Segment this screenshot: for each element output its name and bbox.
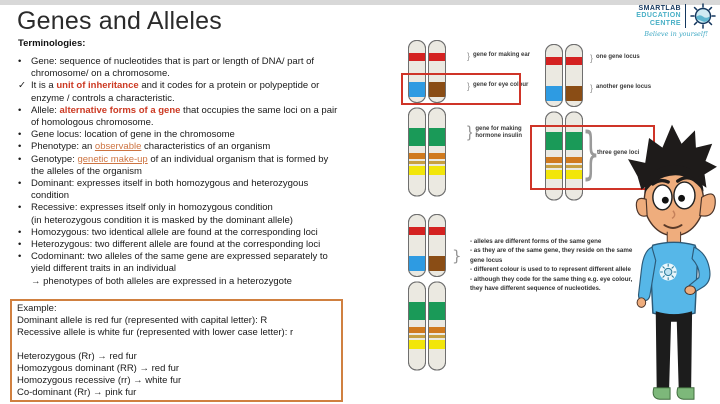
- term-item: • Homozygous: two identical allele are fo…: [18, 227, 344, 239]
- term-text: Homozygous: two identical allele are fou…: [31, 226, 318, 238]
- term-text: Dominant: expresses itself in both homoz…: [31, 178, 309, 202]
- top-strip: [0, 0, 720, 5]
- bullet-icon: •: [18, 104, 22, 116]
- mascot-illustration: [627, 124, 717, 400]
- term-item: • Allele: alternative forms of a gene tha…: [18, 105, 344, 129]
- bullet-icon: •: [18, 153, 22, 165]
- allele-note-line: - although they code for the same thing …: [470, 275, 633, 293]
- bullet-icon: •: [18, 129, 22, 141]
- term-text: Heterozygous: two different allele are f…: [31, 239, 321, 251]
- term-item: • Phenotype: an observable characteristic…: [18, 141, 344, 153]
- logo-text: SMARTLAB EDUCATION CENTRE: [636, 5, 681, 28]
- bullet-icon: •: [18, 202, 22, 214]
- term-text: Codominant: two alleles of the same gene…: [31, 251, 328, 287]
- example-line: [17, 339, 341, 351]
- bullet-icon: •: [18, 56, 22, 67]
- example-line: Heterozygous (Rr) → red fur: [17, 351, 137, 362]
- term-item: • Genotype: genetic make-up of an individ…: [18, 154, 344, 178]
- term-item: • Dominant: expresses itself in both homo…: [18, 178, 344, 202]
- allele-note-line: - alleles are different forms of the sam…: [470, 238, 602, 245]
- term-text: Phenotype: an observable characteristics…: [31, 141, 271, 153]
- brace-icon: }: [590, 83, 594, 93]
- bullet-icon: •: [18, 226, 22, 238]
- label-another-gene-locus: } another gene locus: [590, 83, 652, 93]
- example-line: Dominant allele is red fur (represented …: [17, 315, 268, 326]
- label-gene-making-ear: } gene for making ear: [467, 51, 531, 61]
- term-item: • Gene locus: location of gene in the chr…: [18, 129, 344, 141]
- brace-icon: }: [467, 51, 471, 61]
- example-line: Recessive allele is white fur (represent…: [17, 327, 294, 338]
- highlight-box-eye-colour: [401, 73, 521, 105]
- term-item: • Gene: sequence of nucleotides that is p…: [18, 56, 344, 80]
- bullet-icon: •: [18, 141, 22, 153]
- logo-line2: EDUCATION: [636, 12, 681, 20]
- terms-list: • Gene: sequence of nucleotides that is p…: [18, 56, 344, 288]
- allele-note-line: - as they are of the same gene, they res…: [470, 247, 633, 264]
- bullet-icon: •: [18, 251, 22, 263]
- term-item: ✓ It is a unit of inheritance and it code…: [18, 80, 344, 104]
- example-line: Homozygous dominant (RR) → red fur: [17, 363, 180, 374]
- example-box: Example:Dominant allele is red fur (repr…: [10, 299, 343, 402]
- mascot-boy: [622, 117, 720, 404]
- term-text: Gene: sequence of nucleotides that is pa…: [31, 56, 315, 80]
- example-line: Example:: [17, 303, 57, 314]
- smartlab-logo: SMARTLAB EDUCATION CENTRE Believe in you…: [636, 3, 716, 38]
- brace-icon: }: [467, 124, 473, 141]
- term-text: Genotype: genetic make-up of an individu…: [31, 153, 329, 177]
- term-text: It is a unit of inheritance and it codes…: [31, 80, 320, 104]
- brace-icon: }: [467, 81, 471, 91]
- bullet-icon: •: [18, 239, 22, 251]
- bullet-icon: •: [18, 178, 22, 190]
- allele-note-line: - different colour is used to to represe…: [470, 266, 631, 274]
- lightbulb-flask-icon: [690, 3, 716, 29]
- term-item: • Heterozygous: two different allele are …: [18, 239, 344, 251]
- page-title: Genes and Alleles: [17, 7, 222, 35]
- check-bullet-icon: ✓: [18, 80, 26, 92]
- big-brace-icon: }: [582, 121, 600, 186]
- chromosome-pair-3: [408, 214, 446, 379]
- example-line: Homozygous recessive (rr) → white fur: [17, 375, 182, 386]
- term-text: Allele: alternative forms of a gene that…: [31, 104, 338, 129]
- chromosome-pair-2: [545, 44, 583, 209]
- label-three-gene-loci: three gene loci: [597, 150, 640, 156]
- logo-tagline: Believe in yourself!: [644, 30, 708, 38]
- term-text: Gene locus: location of gene in the chro…: [31, 129, 235, 141]
- logo-name: SMARTLAB: [638, 4, 681, 12]
- subtitle-terminologies: Terminologies:: [18, 38, 86, 49]
- term-item: • Recessive: expresses itself only in hom…: [18, 202, 344, 226]
- label-one-gene-locus: } one gene locus: [590, 53, 640, 63]
- label-gene-hormone-insulin: } gene for making hormone insulin: [467, 124, 523, 141]
- logo-row: SMARTLAB EDUCATION CENTRE: [636, 3, 716, 29]
- allele-notes: - alleles are different forms of the sam…: [470, 237, 644, 293]
- logo-divider: [685, 4, 686, 28]
- term-text: Recessive: expresses itself only in homo…: [31, 202, 293, 226]
- chromosome-pair-1: [408, 40, 446, 205]
- example-line: Co-dominant (Rr) → pink fur: [17, 387, 137, 398]
- logo-line3: CENTRE: [649, 19, 681, 27]
- term-item: • Codominant: two alleles of the same gen…: [18, 251, 344, 288]
- brace-icon: }: [452, 247, 462, 265]
- brace-icon: }: [590, 53, 594, 63]
